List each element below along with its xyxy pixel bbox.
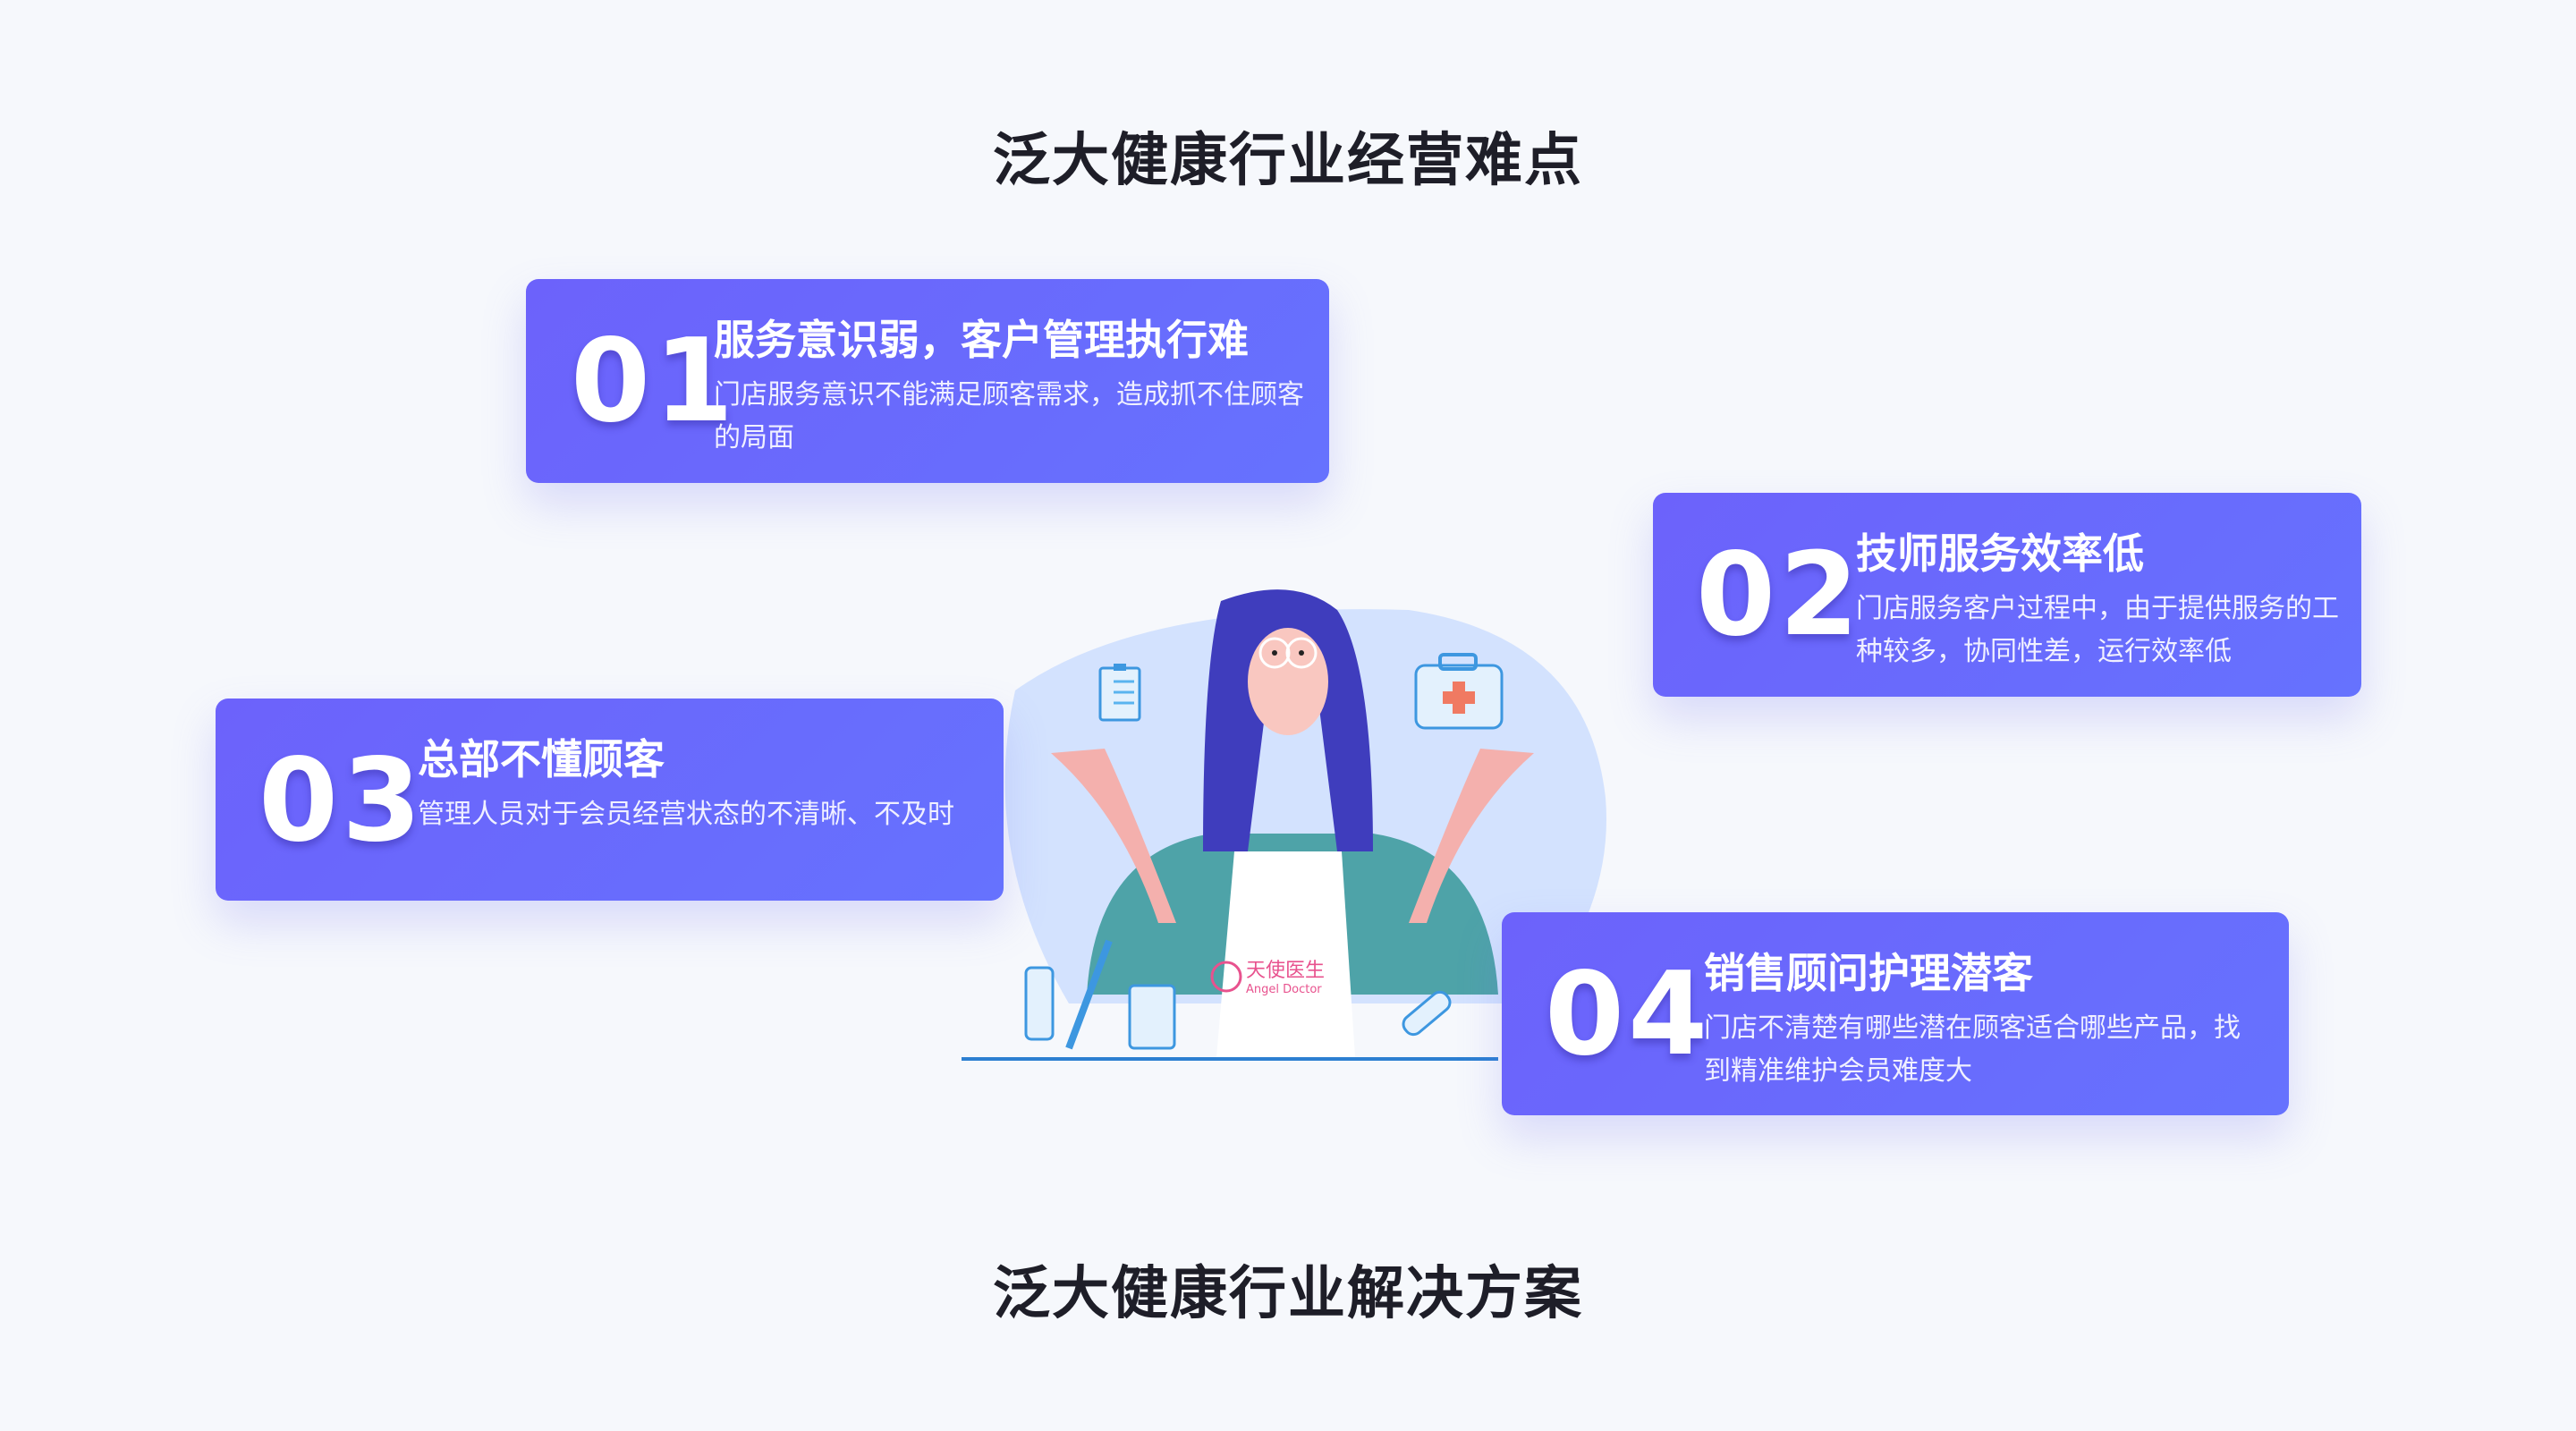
clipboard-icon (1098, 664, 1141, 722)
first-aid-kit-icon (1414, 653, 1504, 730)
pain-point-card-01: 01 服务意识弱，客户管理执行难 门店服务意识不能满足顾客需求，造成抓不住顾客的… (526, 279, 1329, 483)
section-title-solutions: 泛大健康行业解决方案 (993, 1261, 1583, 1327)
card-description: 管理人员对于会员经营状态的不清晰、不及时 (418, 799, 954, 830)
angel-doctor-logo-icon (1210, 961, 1242, 993)
pain-point-card-04: 04 销售顾问护理潜客 门店不清楚有哪些潜在顾客适合哪些产品，找到精准维护会员难… (1502, 912, 2289, 1115)
medical-tools-icon (1024, 939, 1452, 1050)
card-description: 门店服务客户过程中，由于提供服务的工种较多，协同性差，运行效率低 (1856, 593, 2339, 667)
logo-text-cn: 天使医生 (1246, 960, 1325, 982)
card-description: 门店不清楚有哪些潜在顾客适合哪些产品，找到精准维护会员难度大 (1704, 1012, 2241, 1087)
logo-text-en: Angel Doctor (1246, 983, 1322, 996)
pain-point-card-03: 03 总部不懂顾客 管理人员对于会员经营状态的不清晰、不及时 (216, 699, 1004, 901)
card-description: 门店服务意识不能满足顾客需求，造成抓不住顾客的局面 (714, 379, 1304, 453)
card-number: 03 (258, 734, 426, 868)
card-title: 销售顾问护理潜客 (1704, 949, 2033, 997)
doctor-illustration: 天使医生 Angel Doctor (962, 583, 1619, 1066)
card-title: 总部不懂顾客 (418, 735, 665, 783)
card-number: 02 (1696, 529, 1863, 662)
card-title: 服务意识弱，客户管理执行难 (714, 316, 1249, 364)
pain-point-card-02: 02 技师服务效率低 门店服务客户过程中，由于提供服务的工种较多，协同性差，运行… (1653, 493, 2361, 697)
card-number: 04 (1545, 948, 1712, 1081)
card-title: 技师服务效率低 (1856, 529, 2144, 578)
page-title: 泛大健康行业经营难点 (993, 128, 1583, 194)
card-number: 01 (571, 315, 738, 448)
